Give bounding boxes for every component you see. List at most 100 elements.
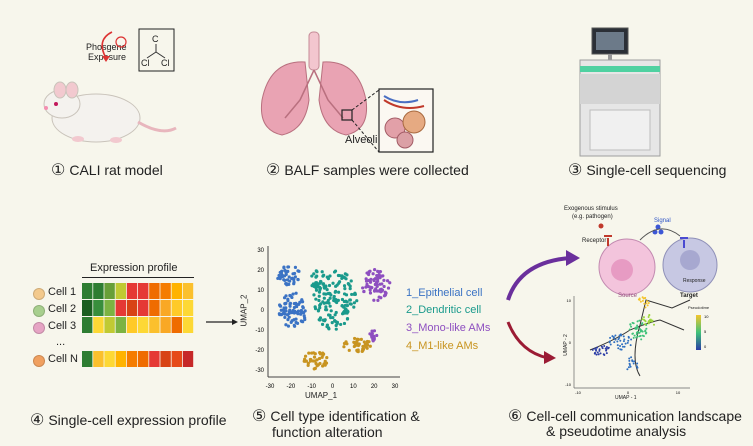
pseudotime-point	[621, 343, 624, 346]
heatmap-cell	[182, 300, 194, 316]
umap-point	[355, 349, 359, 353]
heatmap-cell	[126, 283, 138, 299]
hazard-icon	[115, 36, 127, 48]
traj-x-tick: 0	[627, 390, 630, 395]
umap-point	[288, 279, 292, 283]
umap-point	[388, 281, 392, 285]
heatmap-cell	[171, 351, 182, 367]
umap-point	[334, 327, 338, 331]
pseudotime-point	[647, 315, 650, 318]
umap-point	[345, 317, 350, 321]
umap-point	[299, 319, 303, 323]
umap-point	[287, 315, 291, 319]
umap-point	[322, 292, 326, 296]
umap-point	[347, 348, 351, 352]
umap-y-tick: 30	[257, 248, 264, 254]
umap-point	[285, 313, 290, 317]
traj-y-tick: 0	[569, 340, 572, 345]
heatmap-cell	[138, 283, 149, 299]
ellipsis-label: ...	[56, 336, 66, 348]
umap-point	[315, 270, 319, 274]
heatmap-cell	[126, 317, 138, 333]
pseudotime-point	[644, 323, 647, 326]
umap-point	[312, 293, 316, 297]
pseudotime-point	[619, 344, 622, 347]
umap-point	[380, 282, 384, 286]
umap-point	[287, 275, 291, 279]
pseudotime-point	[630, 338, 633, 341]
pseudotime-point	[629, 344, 632, 347]
pseudotime-point	[642, 318, 645, 321]
heatmap-cell	[182, 317, 194, 333]
umap-point	[370, 334, 374, 338]
heatmap-cell	[115, 283, 126, 299]
umap-point	[325, 308, 329, 312]
umap-point	[380, 288, 385, 292]
response-label: Response	[683, 278, 706, 284]
heatmap-cell	[104, 283, 115, 299]
umap-point	[340, 297, 345, 302]
umap-point	[325, 287, 329, 292]
pseudotime-point	[631, 359, 634, 362]
pseudotime-point	[596, 346, 599, 349]
umap-point	[324, 284, 328, 288]
umap-point	[285, 283, 289, 287]
pseudotime-point	[644, 332, 647, 335]
umap-point	[366, 285, 371, 289]
umap-point	[276, 276, 280, 281]
umap-point	[329, 309, 333, 313]
umap-point	[336, 298, 340, 303]
umap-point	[314, 288, 319, 292]
pseudotime-point	[628, 359, 631, 362]
umap-point	[385, 279, 390, 283]
umap-point	[328, 274, 332, 278]
umap-point	[341, 310, 346, 315]
pseudotime-point	[641, 322, 644, 325]
umap-point	[361, 347, 366, 351]
umap-point	[292, 323, 296, 327]
heatmap-cell	[115, 317, 126, 333]
pseudotime-point	[614, 338, 617, 341]
umap-point	[337, 281, 341, 285]
umap-point	[342, 284, 347, 288]
heatmap-cell	[93, 283, 104, 299]
umap-point	[322, 296, 326, 300]
pseudotime-point	[642, 316, 645, 319]
umap-y-tick: -20	[255, 348, 264, 354]
cell-n-label: Cell N	[48, 353, 78, 365]
umap-point	[314, 275, 318, 279]
umap-point	[296, 312, 300, 316]
heatmap-cell	[149, 300, 160, 316]
umap-point	[373, 268, 377, 272]
pseudotime-point	[626, 368, 629, 371]
umap-point	[371, 272, 375, 276]
heatmap-cell	[82, 351, 93, 367]
pseudotime-point	[640, 338, 643, 341]
umap-point	[313, 359, 317, 363]
heatmap-cell	[171, 283, 182, 299]
umap-point	[308, 359, 313, 363]
umap-x-tick: -10	[307, 384, 316, 390]
umap-point	[323, 359, 327, 363]
cell-n-dot	[33, 355, 45, 367]
umap-point	[348, 298, 352, 302]
pseudotime-point	[647, 320, 650, 323]
umap-point	[294, 301, 298, 305]
umap-point	[352, 305, 356, 309]
traj-y-tick: -10	[565, 382, 572, 387]
umap-point	[284, 306, 288, 310]
umap-point	[315, 364, 319, 368]
umap-point	[343, 276, 347, 280]
umap-point	[302, 314, 306, 318]
pseudotime-point	[641, 318, 644, 321]
pseudotime-point	[632, 322, 635, 325]
heatmap-cell	[104, 351, 115, 367]
pseudotime-point	[603, 344, 606, 347]
umap-point	[313, 305, 317, 309]
umap-point	[317, 298, 321, 303]
heatmap-cell	[160, 351, 171, 367]
